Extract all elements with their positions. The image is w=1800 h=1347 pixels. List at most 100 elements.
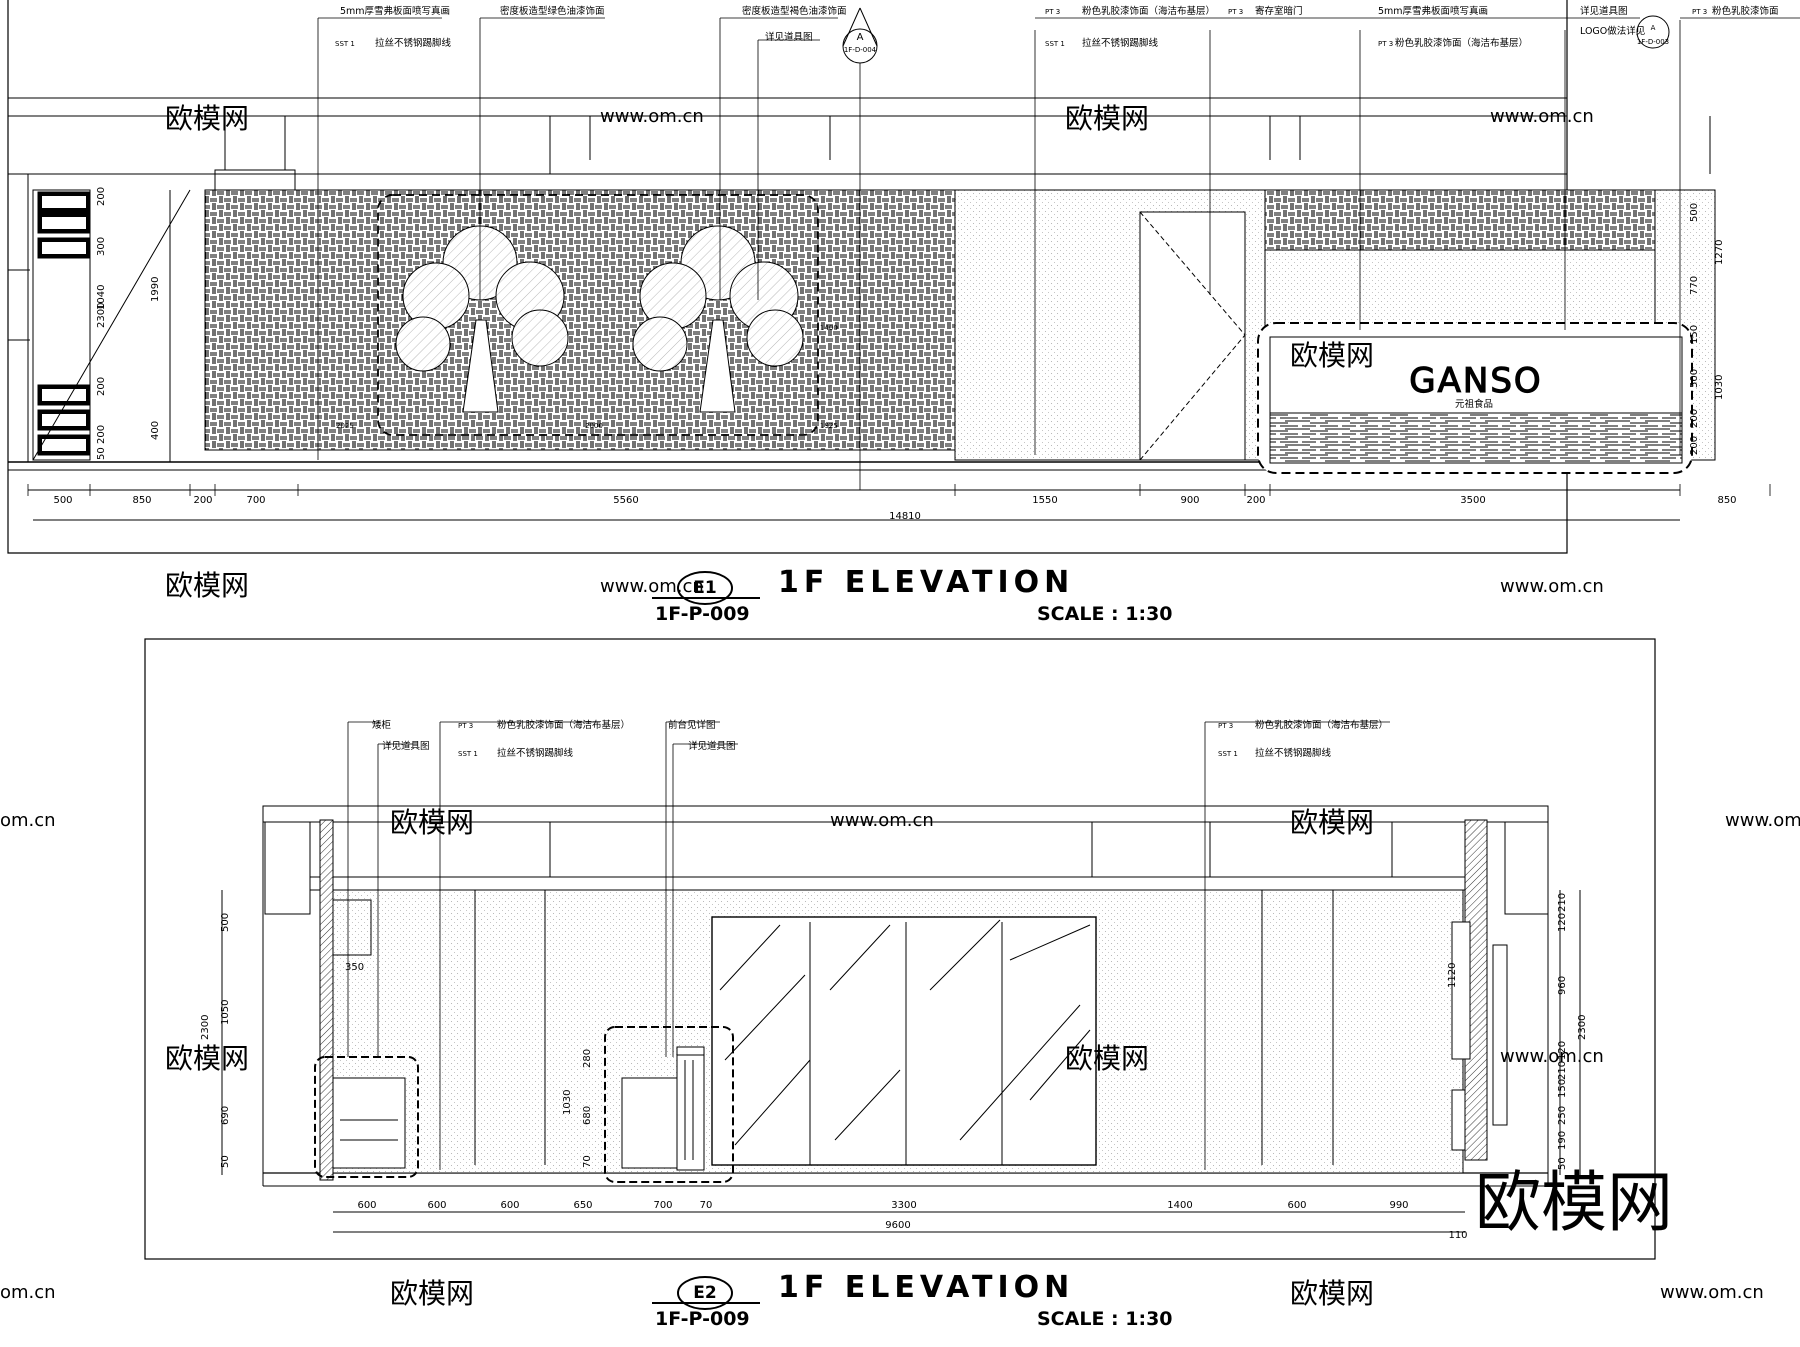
e1-right-dim-5: 500 bbox=[1689, 369, 1700, 388]
e1-note-12: LOGO做法详见 bbox=[1580, 25, 1645, 37]
e1-logo-marker-letter: A bbox=[1651, 24, 1656, 32]
watermark-big: 欧模网 bbox=[1475, 1164, 1673, 1241]
e2-note-tag-4: SST 1 bbox=[458, 750, 478, 758]
e2-right-dim-5: 120 bbox=[1557, 1041, 1568, 1060]
e2-dim-10: 990 bbox=[1389, 1200, 1408, 1211]
watermark-cn: 欧模网 bbox=[390, 806, 474, 839]
e2-left-dim-5: 50 bbox=[220, 1155, 231, 1168]
e1-note-tag-6: PT 3 bbox=[1045, 8, 1060, 16]
e2-dim-4: 650 bbox=[573, 1200, 592, 1211]
watermark-cn: 欧模网 bbox=[390, 1277, 474, 1310]
watermark-cn: 欧模网 bbox=[165, 102, 249, 135]
e2-dim-9: 600 bbox=[1287, 1200, 1306, 1211]
e1-dim-5: 5560 bbox=[613, 495, 638, 506]
e2-note-tag-8: SST 1 bbox=[1218, 750, 1238, 758]
watermark-url: www.om.cn bbox=[1500, 576, 1604, 597]
e1-note-1: 5mm厚雪弗板面喷写真画 bbox=[340, 5, 450, 17]
e1-scale: SCALE : 1:30 bbox=[1037, 603, 1173, 625]
e1-note-tag-13: PT 3 bbox=[1692, 8, 1707, 16]
e1-dim-6: 1550 bbox=[1032, 495, 1057, 506]
e2-right-dim-6: 210 bbox=[1557, 1061, 1568, 1080]
elevation-e1 bbox=[7, 0, 1800, 554]
e2-dim-6: 70 bbox=[700, 1200, 713, 1211]
e1-tag: E1 bbox=[693, 578, 716, 598]
e1-dim-3: 200 bbox=[193, 495, 212, 506]
e2-texts: 矮柜 详见道具图 PT 3 粉色乳胶漆饰面（海洁布基层） SST 1 拉丝不锈钢… bbox=[200, 719, 1588, 1330]
e2-counter-dim-3: 680 bbox=[582, 1106, 593, 1125]
e2-right-dim-8: 250 bbox=[1557, 1106, 1568, 1125]
e1-note-9: 5mm厚雪弗板面喷写真画 bbox=[1378, 5, 1488, 17]
watermark-url: www.om.cn bbox=[830, 810, 934, 831]
e1-right-dim-3: 770 bbox=[1689, 276, 1700, 295]
e2-note-5: 前台见详图 bbox=[668, 719, 716, 731]
e1-left-dim-5: 1990 bbox=[150, 277, 161, 302]
e1-left-dim-3: 1040 bbox=[96, 285, 107, 310]
e1-note-7: 拉丝不锈钢踢脚线 bbox=[1082, 37, 1159, 49]
watermark-url: www.om.cn bbox=[1725, 810, 1800, 831]
e1-section-ref: 1F-D-004 bbox=[844, 46, 877, 54]
e1-note-4: 密度板造型褐色油漆饰面 bbox=[742, 5, 847, 17]
e2-end-dim: 110 bbox=[1448, 1230, 1467, 1241]
e2-note-tag-3: PT 3 bbox=[458, 722, 473, 730]
e2-dim-3: 600 bbox=[500, 1200, 519, 1211]
e2-note-tag-7: PT 3 bbox=[1218, 722, 1233, 730]
watermark-url: www.om.cn bbox=[600, 576, 704, 597]
watermark-cn: 欧模网 bbox=[1065, 102, 1149, 135]
e1-title: 1F ELEVATION bbox=[778, 565, 1074, 600]
e1-left-dim-4: 2300 bbox=[96, 303, 107, 328]
e1-logo-text: GANSO bbox=[1409, 361, 1542, 401]
watermark-url: www.om.cn bbox=[1500, 1046, 1604, 1067]
e2-dim-8: 1400 bbox=[1167, 1200, 1192, 1211]
watermark-cn: 欧模网 bbox=[1290, 1277, 1374, 1310]
e1-sheet: 1F-P-009 bbox=[655, 603, 750, 625]
watermark-url: www.om.cn bbox=[600, 106, 704, 127]
e2-left-dim-2: 2300 bbox=[200, 1015, 211, 1040]
watermark-cn: 欧模网 bbox=[1290, 806, 1374, 839]
e2-left-dim-3: 1050 bbox=[220, 1000, 231, 1025]
e1-note-10: 粉色乳胶漆饰面（海洁布基层） bbox=[1395, 37, 1528, 49]
e1-left-dim-8: 400 bbox=[150, 421, 161, 440]
e2-dim-2: 600 bbox=[427, 1200, 446, 1211]
e1-dim-2: 850 bbox=[132, 495, 151, 506]
e2-note-2: 详见道具图 bbox=[382, 740, 430, 752]
e1-note-2: 拉丝不锈钢踢脚线 bbox=[375, 37, 452, 49]
watermark-cn: 欧模网 bbox=[1065, 1042, 1149, 1075]
e2-sheet: 1F-P-009 bbox=[655, 1308, 750, 1330]
e1-dim-9: 3500 bbox=[1460, 495, 1485, 506]
e2-tag: E2 bbox=[693, 1283, 716, 1303]
e2-cabinet-dim: 350 bbox=[345, 962, 364, 973]
e1-dim-10: 850 bbox=[1717, 495, 1736, 506]
e2-note-1: 矮柜 bbox=[372, 719, 392, 731]
e1-texts: 1F-D-003 A A 1F-D-004 5mm厚雪弗板面喷写真画 SST 1… bbox=[53, 5, 1778, 625]
e2-right-dim-9: 190 bbox=[1557, 1131, 1568, 1150]
e2-counter-dim-4: 70 bbox=[582, 1155, 593, 1168]
e1-left-dim-6: 200 bbox=[96, 377, 107, 396]
e2-total-dim: 9600 bbox=[885, 1220, 910, 1231]
e2-right-dim-7: 150 bbox=[1557, 1079, 1568, 1098]
watermark-cn: 欧模网 bbox=[1290, 339, 1374, 372]
e1-dim-1: 500 bbox=[53, 495, 72, 506]
e1-note-3: 密度板造型绿色油漆饰面 bbox=[500, 5, 605, 17]
e2-counter-dim-2: 1030 bbox=[562, 1090, 573, 1115]
e1-note-tag-8: PT 3 bbox=[1228, 8, 1243, 16]
e2-right-dim-2: 120 bbox=[1557, 913, 1568, 932]
e1-left-dim-7: 200 bbox=[96, 425, 107, 444]
watermark-url: www.om.cn bbox=[1660, 1282, 1764, 1303]
e2-right-dim-4: 2300 bbox=[1577, 1015, 1588, 1040]
e1-left-dim-9: 50 bbox=[96, 447, 107, 460]
e1-inner-dim-4: 1400 bbox=[820, 324, 838, 332]
e1-note-tag-2: SST 1 bbox=[335, 40, 355, 48]
e1-left-dim-1: 200 bbox=[96, 187, 107, 206]
e1-right-dim-4: 150 bbox=[1689, 325, 1700, 344]
watermark-cn: 欧模网 bbox=[165, 1042, 249, 1075]
watermark-layer: 欧模网 www.om.cn 欧模网 www.om.cn 欧模网 欧模网 www.… bbox=[0, 102, 1800, 1310]
e2-note-7: 粉色乳胶漆饰面（海洁布基层） bbox=[1255, 719, 1388, 731]
e1-note-tag-10: PT 3 bbox=[1378, 40, 1393, 48]
e2-right-dim-3: 960 bbox=[1557, 976, 1568, 995]
e1-total-dim: 14810 bbox=[889, 511, 921, 522]
e1-note-8: 寄存室暗门 bbox=[1255, 5, 1303, 17]
e2-left-dim-1: 500 bbox=[220, 913, 231, 932]
e1-note-11: 详见道具图 bbox=[1580, 5, 1628, 17]
e2-right-dim-10: 50 bbox=[1557, 1157, 1568, 1170]
